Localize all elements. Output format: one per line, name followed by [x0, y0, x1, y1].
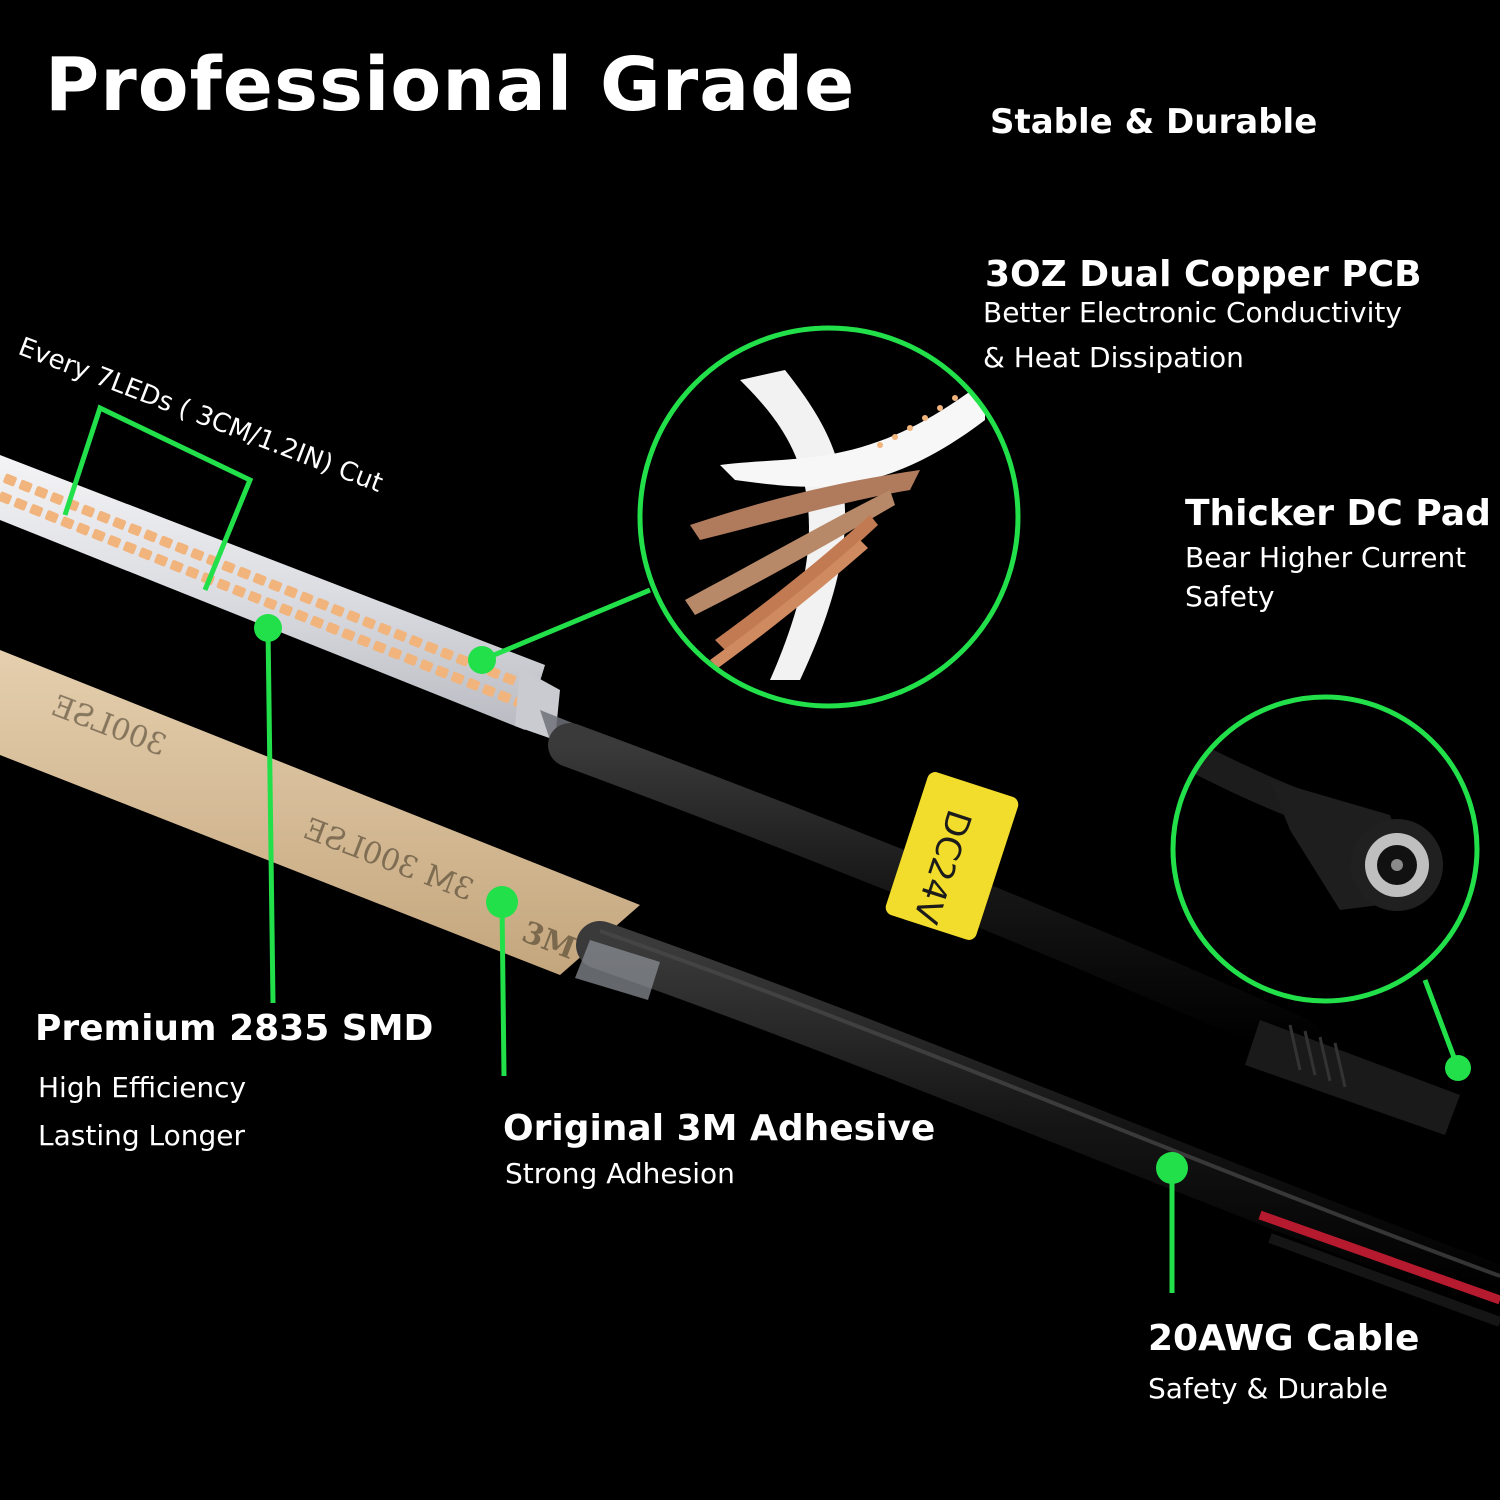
page-title: Professional Grade [45, 42, 856, 128]
led-chip [294, 609, 309, 623]
led-chip [440, 647, 454, 661]
led-chip [466, 678, 481, 691]
led-chip [388, 647, 402, 660]
adhesive-heading: Original 3M Adhesive [503, 1108, 936, 1149]
led-chip [81, 504, 95, 518]
led-chip [221, 560, 236, 574]
led-chip [497, 690, 512, 704]
led-chip [279, 603, 293, 617]
dcpad-heading: Thicker DC Pad [1185, 493, 1491, 534]
led-chip [450, 671, 465, 685]
led-chip [123, 541, 137, 554]
led-chip [91, 528, 106, 542]
led-strip [0, 455, 560, 740]
smd-heading: Premium 2835 SMD [35, 1008, 434, 1049]
led-chip [107, 535, 122, 548]
led-chip [315, 597, 329, 611]
led-chip [49, 492, 64, 505]
led-chip [435, 665, 449, 679]
cable-heading: 20AWG Cable [1148, 1318, 1420, 1359]
led-chip [502, 672, 517, 686]
led-chip [34, 486, 49, 499]
lower-cable [575, 921, 1500, 1327]
led-chip [330, 604, 345, 617]
led-chip [268, 579, 283, 592]
led-chip [481, 684, 496, 697]
led-chip [403, 653, 418, 666]
led-chip [284, 585, 298, 599]
led-chip [216, 578, 231, 592]
pcb-line-2: & Heat Dissipation [983, 341, 1244, 374]
led-chip [143, 529, 158, 543]
led-chip [357, 634, 371, 648]
page-subtitle: Stable & Durable [990, 102, 1318, 142]
led-chip [18, 479, 33, 493]
led-chip [247, 591, 262, 604]
smd-line-2: Lasting Longer [38, 1119, 246, 1152]
led-chip [44, 510, 59, 523]
callout-lines [62, 404, 1461, 1293]
led-chip [29, 504, 44, 517]
pcb-heading: 3OZ Dual Copper PCB [985, 254, 1422, 295]
voltage-tag: DC24V [885, 772, 1019, 940]
led-chip [310, 615, 324, 629]
led-chip [60, 516, 75, 530]
led-chip [341, 628, 356, 641]
led-chip [362, 616, 376, 630]
led-chip [13, 497, 28, 511]
dcpad-line-1: Bear Higher Current [1185, 541, 1467, 574]
led-chip [232, 584, 246, 598]
led-chip [419, 659, 434, 673]
led-chip [252, 573, 267, 586]
dc-connector-zoom-circle [1170, 694, 1480, 1004]
led-chip [185, 566, 200, 579]
led-chip [0, 491, 12, 505]
smd-line-1: High Efficiency [38, 1071, 247, 1104]
led-chip [408, 635, 423, 648]
dcpad-line-2: Safety [1185, 580, 1275, 613]
led-chip [263, 597, 278, 610]
led-chip [159, 535, 173, 549]
led-chip [424, 641, 439, 655]
led-chip [3, 473, 17, 487]
led-chip [455, 653, 470, 667]
callout-dots [254, 614, 1471, 1184]
led-chip [96, 510, 111, 524]
cable-line-1: Safety & Durable [1148, 1372, 1388, 1405]
led-chip [128, 523, 142, 536]
led-chip [377, 622, 392, 636]
led-chip [372, 640, 387, 654]
led-chip [299, 591, 314, 605]
led-chip [325, 622, 340, 635]
led-chip [237, 566, 251, 580]
pcb-line-1: Better Electronic Conductivity [983, 296, 1402, 329]
led-chip [190, 548, 205, 561]
led-chip [346, 610, 361, 623]
led-chip [112, 517, 127, 530]
led-chip [154, 553, 168, 567]
led-chip [169, 560, 184, 573]
led-chip [174, 542, 189, 555]
led-chip [76, 522, 90, 536]
led-chip [393, 629, 407, 642]
pcb-zoom-circle [637, 325, 1021, 709]
led-chip [138, 547, 153, 561]
adhesive-line-1: Strong Adhesion [505, 1157, 735, 1190]
